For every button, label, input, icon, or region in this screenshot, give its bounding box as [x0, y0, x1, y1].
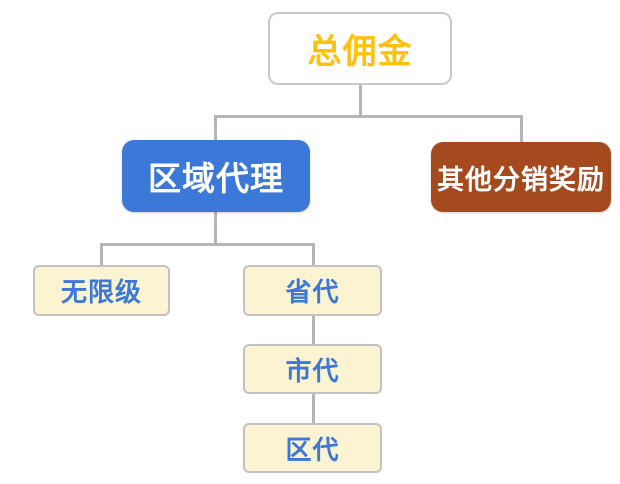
node-regional-agent: 区域代理	[122, 140, 310, 212]
node-district-agent: 区代	[243, 423, 382, 473]
node-province-agent: 省代	[243, 265, 382, 316]
connector-regional-down	[214, 212, 217, 245]
node-total-commission: 总佣金	[268, 12, 452, 85]
node-unlimited-level: 无限级	[33, 265, 170, 316]
connector-to-unlimited	[100, 243, 103, 267]
node-province-agent-label: 省代	[285, 278, 340, 308]
node-unlimited-level-label: 无限级	[60, 278, 142, 308]
node-city-agent: 市代	[243, 344, 382, 394]
connector-to-regional	[214, 115, 217, 142]
node-total-commission-label: 总佣金	[307, 32, 413, 72]
node-other-distribution-rewards: 其他分销奖励	[431, 142, 611, 212]
connector-to-province	[312, 243, 315, 267]
node-city-agent-label: 市代	[285, 356, 340, 387]
connector-root-down	[359, 84, 362, 117]
node-district-agent-label: 区代	[285, 435, 340, 466]
connector-level1-horizontal	[214, 115, 523, 118]
connector-to-other-rewards	[520, 115, 523, 144]
node-other-distribution-rewards-label: 其他分销奖励	[437, 164, 605, 196]
connector-city-district	[312, 394, 315, 425]
connector-level2-horizontal	[100, 243, 315, 246]
connector-province-city	[312, 315, 315, 346]
node-regional-agent-label: 区域代理	[148, 159, 284, 198]
